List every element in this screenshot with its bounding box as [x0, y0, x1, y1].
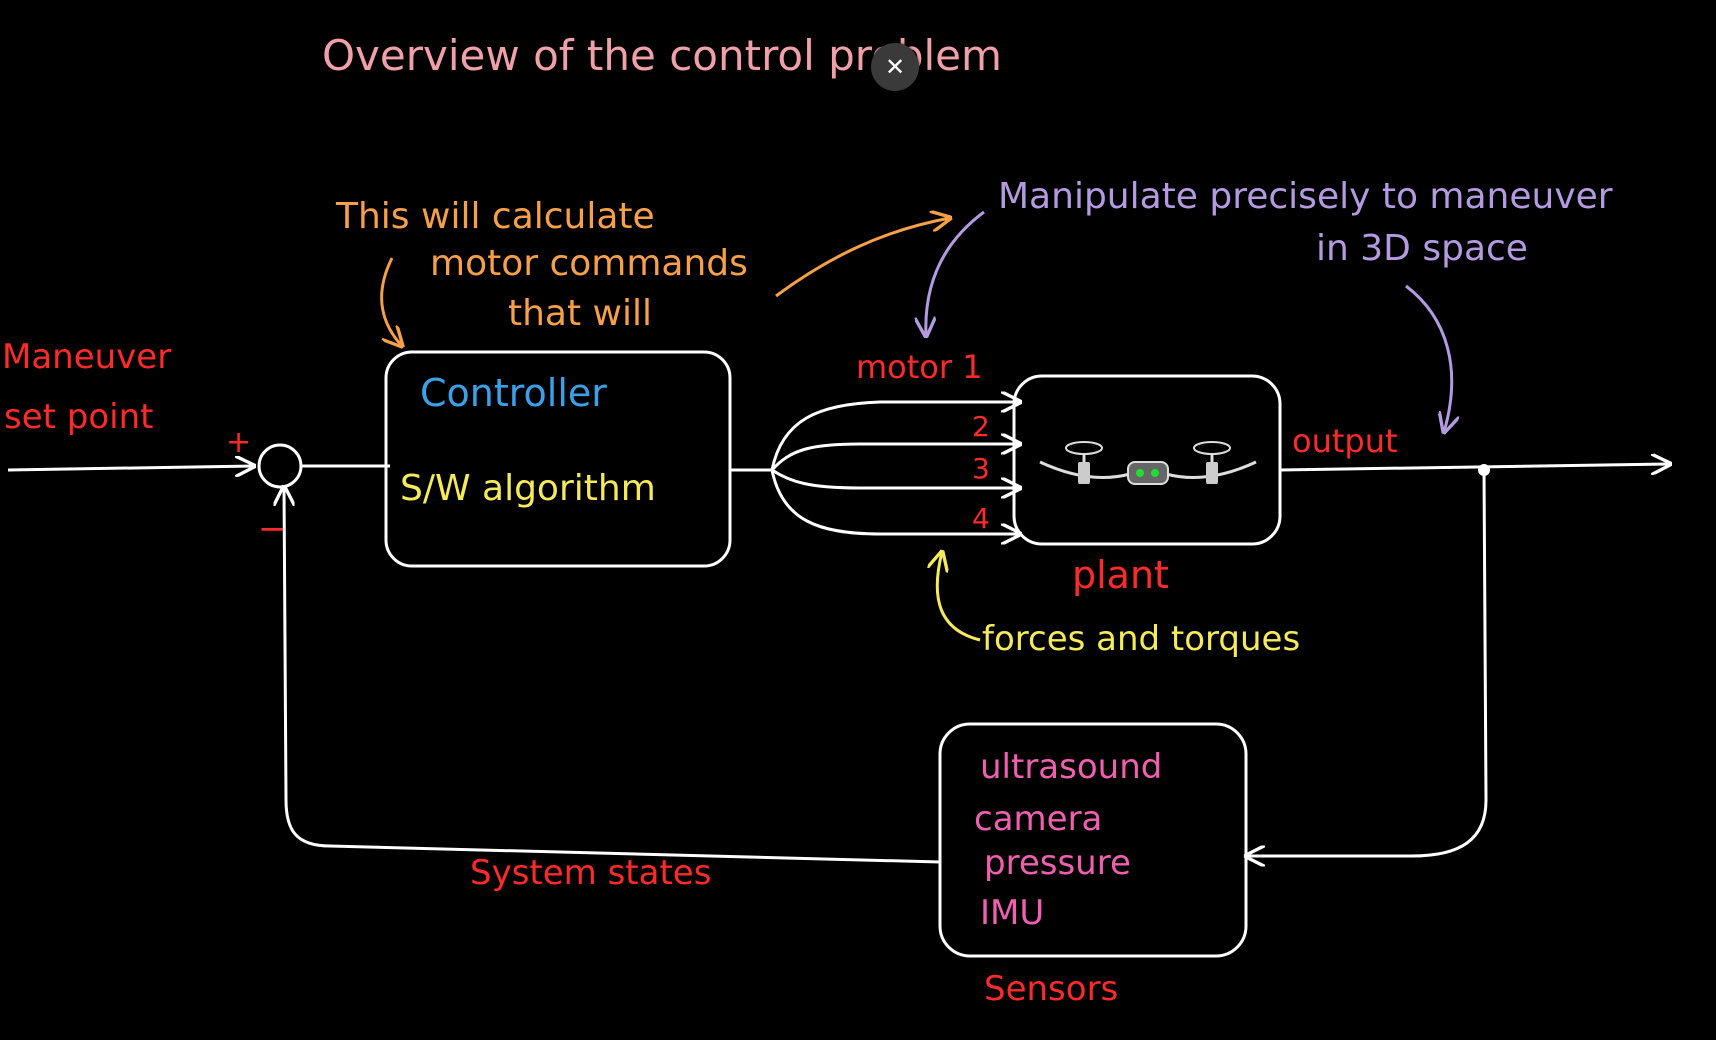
setpoint-line	[7, 466, 254, 470]
manipulate-note-line-2: in 3D space	[1316, 228, 1528, 269]
motor-2-line	[770, 444, 1020, 472]
sensor-item-camera: camera	[974, 799, 1102, 839]
motor-4-label: 4	[972, 502, 990, 535]
plant-block	[1012, 374, 1282, 546]
motor-2-label: 2	[972, 410, 990, 443]
summing-junction	[257, 443, 303, 489]
controller-body: S/W algorithm	[400, 468, 656, 509]
manipulate-note: Manipulate precisely to maneuver in 3D s…	[998, 176, 1613, 269]
setpoint-label-line-2: set point	[4, 397, 153, 437]
sensors-block	[938, 722, 1248, 958]
motor-3-line	[771, 468, 1020, 488]
output-label: output	[1292, 422, 1398, 460]
controller-note-line-1: This will calculate	[335, 196, 655, 237]
feedback-label: System states	[470, 853, 711, 893]
controller-note-line-2: motor commands	[430, 243, 748, 284]
forces-arrow	[937, 552, 981, 642]
sensor-item-imu: IMU	[980, 893, 1044, 933]
motor-4-line	[770, 469, 1020, 534]
output-line	[1279, 464, 1670, 470]
sensor-item-pressure: pressure	[984, 843, 1131, 883]
motor-1-line	[770, 402, 1020, 471]
drone-icon	[1039, 441, 1257, 485]
minus-sign: −	[258, 509, 287, 549]
setpoint-label-line-1: Maneuver	[2, 337, 171, 377]
sensor-item-ultrasound: ultrasound	[980, 747, 1162, 787]
motor-1-label: motor 1	[856, 348, 983, 386]
controller-note: This will calculate motor commands that …	[335, 196, 748, 334]
sensors-label: Sensors	[984, 969, 1118, 1009]
setpoint-label: Maneuver set point	[2, 337, 171, 437]
manipulate-to-motor-arrow	[926, 210, 985, 336]
forces-label: forces and torques	[982, 619, 1300, 659]
close-button[interactable]: ✕	[871, 43, 919, 91]
note-to-manipulate-arrow	[775, 218, 950, 298]
controller-title: Controller	[420, 371, 607, 415]
output-to-sensors-line	[1246, 469, 1488, 856]
close-icon: ✕	[884, 53, 906, 81]
feedback-line	[284, 487, 941, 864]
sensor-list: ultrasound camera pressure IMU	[974, 747, 1162, 933]
plant-label: plant	[1072, 553, 1169, 597]
manipulate-note-line-1: Manipulate precisely to maneuver	[998, 176, 1613, 217]
space-to-output-arrow	[1405, 284, 1452, 432]
controller-block	[384, 350, 732, 568]
note-to-controller-arrow	[380, 257, 402, 346]
plus-sign: +	[226, 425, 251, 460]
controller-note-line-3: that will	[508, 293, 652, 334]
motor-3-label: 3	[972, 452, 990, 485]
